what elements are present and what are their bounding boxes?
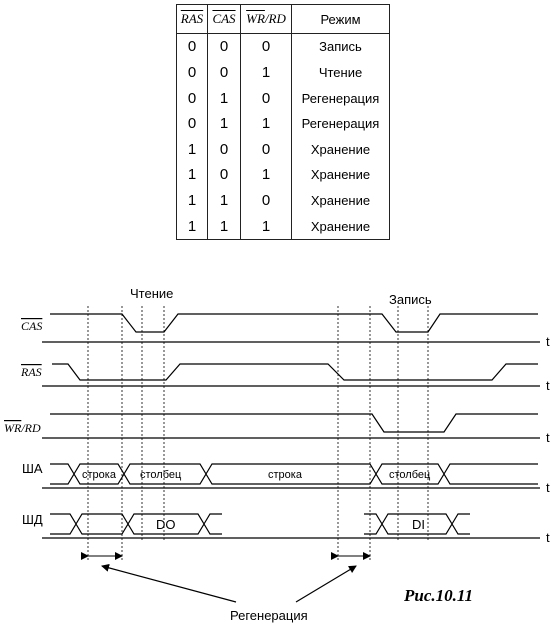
bus-row-2-label: строка [268, 469, 303, 481]
waveform-ras [52, 363, 538, 381]
cell-mode: Хранение [291, 187, 390, 214]
cell-ras: 1 [176, 162, 208, 188]
timing-guides [87, 306, 429, 560]
time-axes [42, 341, 540, 539]
t-label-wr: t [546, 430, 550, 445]
cell-mode: Хранение [291, 213, 390, 241]
cell-mode: Регенерация [291, 85, 390, 111]
cell-ras: 0 [176, 59, 208, 86]
bus-row-1-label: строка [82, 469, 117, 481]
cell-wr-rd: 0 [240, 33, 292, 60]
cell-wr-rd: 1 [240, 162, 292, 188]
phase-read-label: Чтение [130, 286, 173, 301]
cell-wr-rd: 0 [240, 187, 292, 214]
cell-ras: 0 [176, 85, 208, 111]
cell-cas: 1 [207, 213, 241, 241]
cell-mode: Хранение [291, 162, 390, 188]
regen-pointer-left [101, 563, 237, 603]
header-cas: CAS [207, 4, 241, 34]
cell-ras: 1 [176, 213, 208, 241]
cell-mode: Запись [291, 33, 390, 60]
t-label-sha: t [546, 480, 550, 495]
signal-ras-label: RAS [20, 365, 42, 379]
bus-col-1-label: столбец [140, 469, 182, 481]
waveform-shd [50, 513, 470, 535]
cell-wr-rd: 0 [240, 136, 292, 163]
signal-sha-label: ША [22, 461, 43, 476]
regen-pointer-right [295, 565, 357, 603]
regen-label: Регенерация [230, 608, 308, 623]
regen-pointers [101, 563, 357, 603]
signal-wr-label: WR [4, 421, 22, 435]
cell-cas: 1 [207, 187, 241, 214]
cell-wr-rd: 1 [240, 110, 292, 137]
waveform-cas [50, 313, 538, 333]
truth-table-header: RAS CAS WR/RD Режим [176, 4, 390, 34]
t-label-cas: t [546, 334, 550, 349]
signal-cas-label: CAS [21, 319, 42, 333]
signal-rd-label: RD [24, 421, 41, 435]
waveform-wr-rd [50, 413, 538, 433]
cell-wr-rd: 0 [240, 85, 292, 111]
cell-cas: 0 [207, 162, 241, 188]
bus-do-label: DO [156, 517, 176, 532]
signal-shd-label: ШД [22, 512, 43, 527]
t-label-shd: t [546, 530, 550, 545]
waveform-sha [50, 463, 538, 485]
bus-di-label: DI [412, 517, 425, 532]
cell-mode: Чтение [291, 59, 390, 86]
header-ras: RAS [176, 4, 208, 34]
signal-wr-rd-label: WR/RD [4, 421, 41, 435]
bus-col-2-label: столбец [389, 469, 431, 481]
cell-ras: 1 [176, 187, 208, 214]
cell-mode: Регенерация [291, 110, 390, 137]
cell-ras: 0 [176, 110, 208, 137]
figure-caption: Рис.10.11 [404, 586, 473, 605]
t-label-ras: t [546, 378, 550, 393]
cell-wr-rd: 1 [240, 213, 292, 241]
cell-mode: Хранение [291, 136, 390, 163]
cell-cas: 0 [207, 136, 241, 163]
cell-cas: 1 [207, 110, 241, 137]
phase-write-label: Запись [389, 292, 432, 307]
header-mode: Режим [291, 4, 390, 34]
cell-wr-rd: 1 [240, 59, 292, 86]
